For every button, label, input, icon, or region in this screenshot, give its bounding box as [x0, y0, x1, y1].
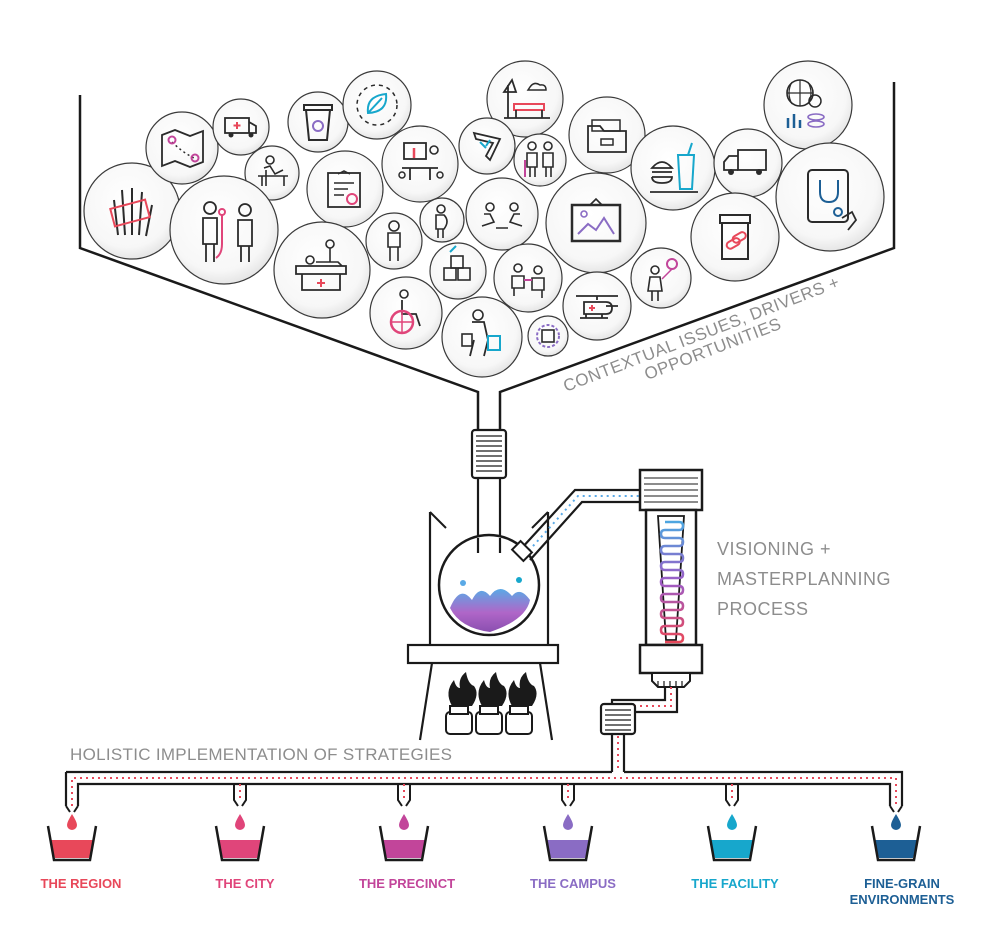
- drop-icon: [399, 814, 409, 830]
- worker-icon: [365, 212, 423, 270]
- map-route-icon: [145, 111, 219, 185]
- cup-icon: [706, 825, 758, 862]
- neck-pipe: [470, 428, 508, 553]
- output-cup-3: [378, 784, 430, 862]
- finance-globe-icon: [763, 60, 853, 150]
- output-label-region: THE REGION: [40, 876, 122, 891]
- children-play-icon: [465, 177, 539, 251]
- output-label-facility: THE FACILITY: [691, 876, 779, 891]
- diploma-icon: [306, 150, 384, 228]
- cup-icon: [46, 825, 98, 862]
- warehouse-icon: [429, 242, 487, 300]
- output-label-fine-grain: FINE-GRAIN ENVIRONMENTS: [832, 876, 972, 908]
- burner-1: [445, 672, 477, 735]
- ambulance-icon: [212, 98, 270, 156]
- implementation-label: HOLISTIC IMPLEMENTATION OF STRATEGIES: [70, 745, 452, 764]
- balloon-person-icon: [630, 247, 692, 309]
- cup-icon: [870, 825, 922, 862]
- medicine-bottle-icon: [690, 192, 780, 282]
- doctor-patient-icon: [169, 175, 279, 285]
- drop-icon: [235, 814, 245, 830]
- student-desk-icon: [244, 145, 300, 201]
- drop-icon: [563, 814, 573, 830]
- shopper-icon: [441, 296, 523, 378]
- condenser: [638, 468, 704, 688]
- cup-icon: [542, 825, 594, 862]
- output-label-fine-grain-line1: FINE-GRAIN: [864, 876, 940, 891]
- helicopter-icon: [562, 271, 632, 341]
- output-cup-5: [706, 784, 758, 862]
- hospital-bed-icon: [273, 221, 371, 319]
- wheelchair-icon: [369, 276, 443, 350]
- output-cups: [46, 784, 922, 862]
- gear-box-icon: [527, 315, 569, 357]
- burner-3: [505, 672, 537, 735]
- output-label-precinct: THE PRECINCT: [358, 876, 456, 891]
- process-label-line3: PROCESS: [717, 599, 809, 619]
- pregnant-woman-icon: [419, 197, 465, 243]
- burners: [445, 672, 537, 735]
- painting-icon: [545, 172, 647, 274]
- outlet-pipe: [599, 687, 679, 772]
- cup-icon: [378, 825, 430, 862]
- output-cup-2: [214, 784, 266, 862]
- output-cup-1: [46, 805, 98, 862]
- meeting-icon: [381, 125, 459, 203]
- truck-icon: [713, 128, 783, 198]
- drop-icon: [727, 814, 737, 830]
- park-bench-icon: [486, 60, 564, 138]
- output-label-campus: THE CAMPUS: [530, 876, 616, 891]
- boomerang-icon: [458, 117, 516, 175]
- output-cup-6: [870, 805, 922, 862]
- cup-icon: [214, 825, 266, 862]
- process-label-line2: MASTERPLANNING: [717, 569, 891, 589]
- food-drink-icon: [630, 125, 716, 211]
- coffee-cup-icon: [287, 91, 349, 153]
- elderly-couple-icon: [513, 133, 567, 187]
- distribution-pipe: [64, 770, 904, 806]
- caregiver-icon: [493, 243, 563, 313]
- stand: [406, 511, 560, 741]
- leaf-recycle-icon: [342, 70, 412, 140]
- issue-bubbles: [83, 60, 885, 378]
- folder-icon: [568, 96, 646, 174]
- hand-xray-icon: [83, 162, 181, 260]
- side-arm: [510, 488, 640, 563]
- process-label-line1: VISIONING +: [717, 539, 831, 559]
- drop-icon: [891, 814, 901, 830]
- burner-2: [475, 672, 507, 735]
- drop-icon: [67, 814, 77, 830]
- output-label-city: THE CITY: [215, 876, 275, 891]
- output-label-fine-grain-line2: ENVIRONMENTS: [849, 892, 955, 907]
- flask: [437, 533, 541, 637]
- output-cup-4: [542, 784, 594, 862]
- funnel: [78, 82, 896, 430]
- tablet-stethoscope-icon: [775, 142, 885, 252]
